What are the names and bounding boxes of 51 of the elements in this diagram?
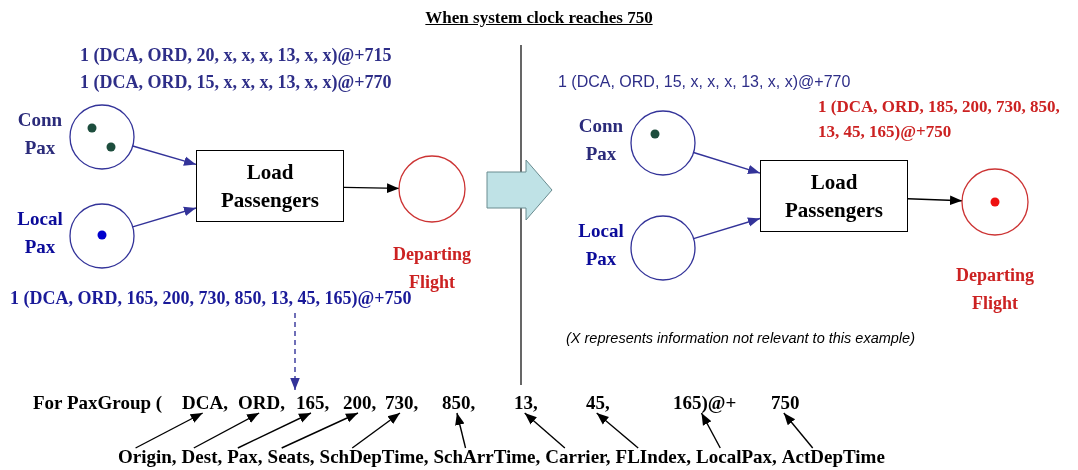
- field-value: 850,: [442, 392, 476, 414]
- field-name: SchDepTime,: [319, 446, 429, 468]
- arrow: [237, 412, 312, 449]
- field-name: SchArrTime,: [433, 446, 541, 468]
- arrow: [343, 183, 400, 193]
- arrow: [281, 412, 359, 449]
- field-value: ORD,: [238, 392, 285, 414]
- field-value: DCA,: [182, 392, 228, 414]
- field-value: 200,: [343, 392, 377, 414]
- place-label: Conn Pax: [577, 114, 625, 166]
- title: When system clock reaches 750: [424, 8, 654, 28]
- token-text: 1 (DCA, ORD, 15, x, x, x, 13, x, x)@+770: [80, 72, 392, 93]
- field-value: 750: [771, 392, 800, 414]
- field-name: Dest,: [181, 446, 223, 468]
- field-name: Carrier,: [545, 446, 611, 468]
- arrow: [131, 206, 197, 228]
- field-name: Pax,: [227, 446, 263, 468]
- arrow: [351, 412, 401, 449]
- token-text: 1 (DCA, ORD, 15, x, x, x, 13, x, x)@+770: [558, 73, 851, 91]
- arrow: [700, 412, 721, 449]
- field-value: 165)@+: [673, 392, 737, 414]
- arrow: [193, 412, 260, 449]
- field-name: ActDepTime: [781, 446, 885, 468]
- place-label: Local Pax: [16, 207, 64, 259]
- arrow: [692, 217, 761, 240]
- field-name: FLIndex,: [615, 446, 692, 468]
- field-name: LocalPax,: [696, 446, 777, 468]
- record-prefix: For PaxGroup (: [33, 392, 163, 414]
- arrow: [290, 312, 300, 391]
- arrow: [455, 412, 467, 449]
- note-text: (X represents information not relevant to this example): [566, 330, 915, 346]
- arrow: [134, 412, 204, 449]
- arrow: [907, 195, 963, 206]
- arrow: [783, 412, 814, 449]
- arrow: [692, 151, 761, 175]
- token-text: 1 (DCA, ORD, 20, x, x, x, 13, x, x)@+715: [80, 45, 392, 66]
- field-name: Origin,: [118, 446, 177, 468]
- arrow: [132, 145, 197, 166]
- place-label: Local Pax: [577, 219, 625, 271]
- place-label: Conn Pax: [16, 108, 64, 160]
- process-box: Load Passengers: [196, 150, 344, 222]
- field-value: 730,: [385, 392, 419, 414]
- field-value: 165,: [296, 392, 330, 414]
- field-name: Seats,: [267, 446, 315, 468]
- token-text: 1 (DCA, ORD, 185, 200, 730, 850, 13, 45, 165)@+750: [818, 96, 1061, 143]
- arrow: [524, 412, 566, 449]
- process-box: Load Passengers: [760, 160, 908, 232]
- field-value: 13,: [514, 392, 538, 414]
- arrow: [596, 412, 639, 449]
- field-value: 45,: [586, 392, 610, 414]
- place-label: Departing Flight: [955, 264, 1035, 315]
